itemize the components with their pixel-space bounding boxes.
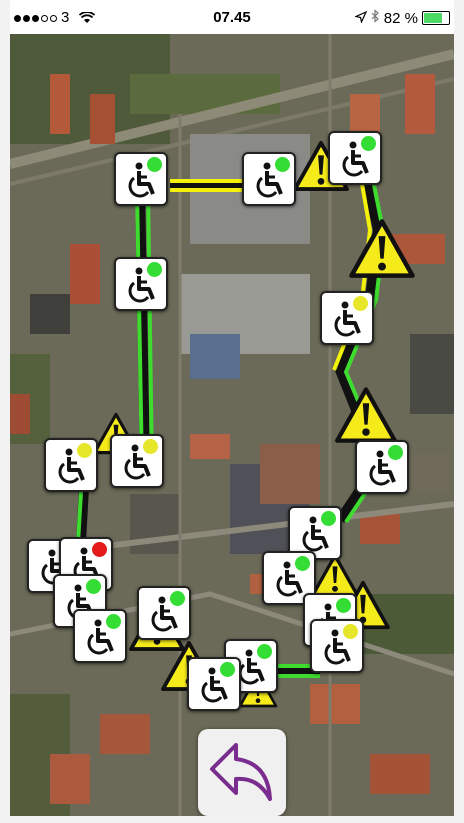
status-dot xyxy=(361,136,376,151)
carrier-name: 3 xyxy=(61,9,70,26)
wheelchair-accessibility-icon xyxy=(324,629,351,665)
wheelchair-accessibility-icon xyxy=(276,561,303,597)
accessibility-marker[interactable] xyxy=(320,291,374,345)
status-dot xyxy=(106,614,121,629)
status-right-group: 82 % xyxy=(353,9,450,27)
status-dot xyxy=(143,439,158,454)
accessibility-marker[interactable] xyxy=(355,440,409,494)
location-arrow-icon xyxy=(353,10,367,27)
accessibility-marker[interactable] xyxy=(44,438,98,492)
wheelchair-accessibility-icon xyxy=(151,596,178,632)
status-dot xyxy=(321,511,336,526)
bluetooth-icon xyxy=(371,9,380,27)
status-dot xyxy=(170,591,185,606)
back-button[interactable] xyxy=(198,729,286,816)
status-dot xyxy=(147,157,162,172)
status-dot xyxy=(295,556,310,571)
status-dot xyxy=(353,296,368,311)
wifi-icon xyxy=(75,9,95,26)
status-dot xyxy=(388,445,403,460)
back-arrow-icon xyxy=(210,743,272,801)
accessibility-marker[interactable] xyxy=(137,586,191,640)
status-dot xyxy=(77,443,92,458)
status-dot xyxy=(220,662,235,677)
carrier-indicator: 3 xyxy=(14,9,95,26)
status-dot xyxy=(336,598,351,613)
battery-percent: 82 % xyxy=(383,9,418,27)
status-dot xyxy=(86,579,101,594)
warning-triangle-icon[interactable] xyxy=(348,218,416,284)
accessibility-marker[interactable] xyxy=(187,657,241,711)
status-dot xyxy=(343,624,358,639)
battery-fill xyxy=(424,13,443,23)
status-dot xyxy=(147,262,162,277)
wheelchair-accessibility-icon xyxy=(201,667,228,703)
accessibility-marker[interactable] xyxy=(73,609,127,663)
app-screen: 3 07.45 82 % xyxy=(10,0,454,816)
signal-strength-icon xyxy=(14,14,57,22)
accessibility-marker[interactable] xyxy=(114,257,168,311)
clock: 07.45 xyxy=(213,9,251,26)
accessibility-marker[interactable] xyxy=(242,152,296,206)
battery-icon xyxy=(422,11,450,25)
accessibility-marker[interactable] xyxy=(110,434,164,488)
accessibility-marker[interactable] xyxy=(328,131,382,185)
status-dot xyxy=(92,542,107,557)
accessibility-marker[interactable] xyxy=(114,152,168,206)
status-dot xyxy=(257,644,272,659)
status-bar: 3 07.45 82 % xyxy=(10,0,454,34)
wheelchair-accessibility-icon xyxy=(302,516,329,552)
accessibility-marker[interactable] xyxy=(310,619,364,673)
status-dot xyxy=(275,157,290,172)
wheelchair-accessibility-icon xyxy=(87,619,114,655)
